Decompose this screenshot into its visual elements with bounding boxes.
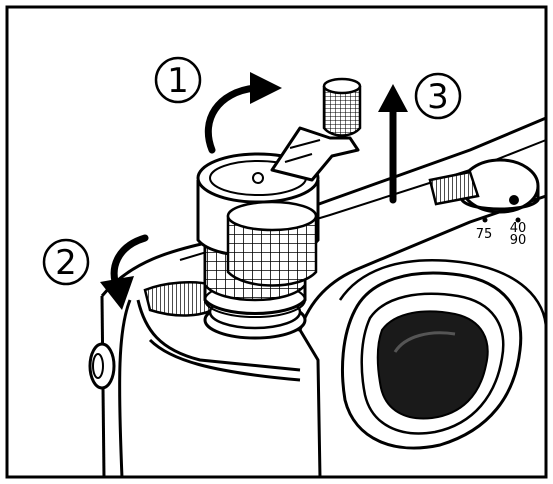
frameline-label-40: 40	[510, 221, 527, 236]
step1-arrow	[204, 72, 282, 154]
step-badge-3: 3	[414, 72, 462, 120]
lens-mount	[340, 271, 523, 450]
step-badge-2: 2	[42, 238, 90, 286]
step2-arrow	[100, 234, 149, 310]
frameline-label-75: 75	[476, 227, 493, 242]
rewind-crank	[270, 77, 362, 182]
lens-glass	[376, 310, 489, 420]
rewind-knob	[196, 152, 320, 287]
frameline-label-90: 90	[510, 233, 527, 248]
step-number-1: 1	[167, 61, 189, 101]
step-badge-1: 1	[154, 56, 202, 104]
step-number-2: 2	[55, 243, 77, 283]
frameline-selector	[428, 158, 540, 223]
strap-lug	[88, 342, 116, 390]
step-number-3: 3	[427, 77, 449, 117]
step3-arrow	[378, 84, 408, 204]
bezel	[338, 259, 548, 331]
lower-housing	[136, 299, 301, 382]
